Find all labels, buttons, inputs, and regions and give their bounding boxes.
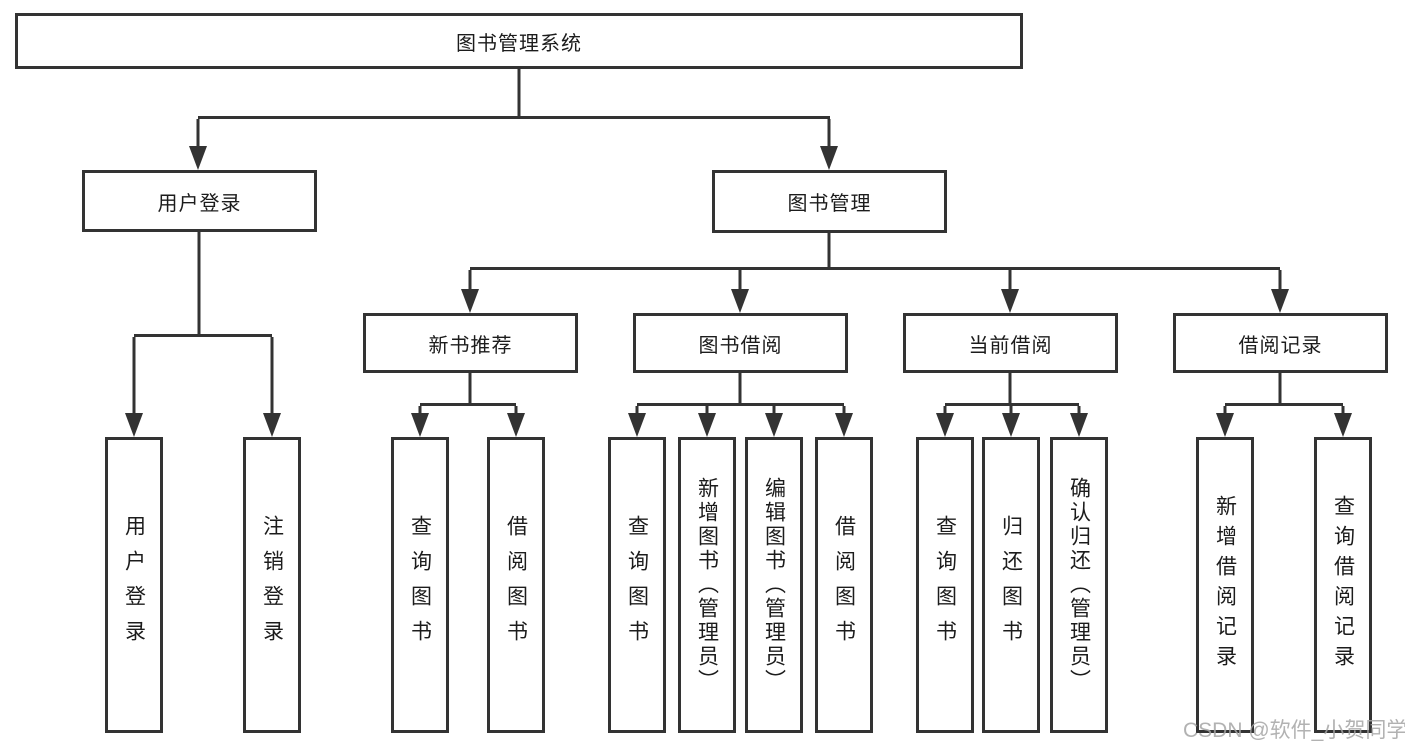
arrow-down-icon (263, 413, 281, 437)
arrow-down-icon (1271, 289, 1289, 313)
arrow-down-icon (820, 146, 838, 170)
node-new-book-recommend: 新书推荐 (363, 313, 578, 373)
leaf-current-query-books: 查询图书 (916, 437, 974, 733)
leaf-records-query-record: 查询借阅记录 (1314, 437, 1372, 733)
arrow-down-icon (461, 289, 479, 313)
arrow-down-icon (507, 413, 525, 437)
leaf-user-login: 用户登录 (105, 437, 163, 733)
arrow-down-icon (1216, 413, 1234, 437)
arrow-down-icon (1001, 289, 1019, 313)
node-root: 图书管理系统 (15, 13, 1023, 69)
node-book-borrow: 图书借阅 (633, 313, 848, 373)
node-book-management: 图书管理 (712, 170, 947, 233)
arrow-down-icon (731, 289, 749, 313)
leaf-records-add-record: 新增借阅记录 (1196, 437, 1254, 733)
connector-borrow-records (1223, 373, 1345, 416)
arrow-down-icon (698, 413, 716, 437)
node-user-login: 用户登录 (82, 170, 317, 232)
connector-root (196, 69, 831, 150)
arrow-down-icon (125, 413, 143, 437)
leaf-borrow-edit-books-admin: 编辑图书（管理员） (745, 437, 803, 733)
csdn-watermark: CSDN @软件_小贺同学 (1183, 719, 1405, 742)
arrow-down-icon (628, 413, 646, 437)
arrow-down-icon (1070, 413, 1088, 437)
node-current-borrow: 当前借阅 (903, 313, 1118, 373)
node-borrow-records: 借阅记录 (1173, 313, 1388, 373)
leaf-recommend-borrow-books: 借阅图书 (487, 437, 545, 733)
leaf-borrow-borrow-books: 借阅图书 (815, 437, 873, 733)
arrow-down-icon (835, 413, 853, 437)
arrow-down-icon (1002, 413, 1020, 437)
arrow-down-icon (765, 413, 783, 437)
connector-new-book-recommend (418, 373, 518, 416)
arrow-down-icon (189, 146, 207, 170)
leaf-recommend-query-books: 查询图书 (391, 437, 449, 733)
arrow-down-icon (411, 413, 429, 437)
leaf-logout: 注销登录 (243, 437, 301, 733)
connector-current-borrow (943, 373, 1081, 416)
arrow-down-icon (1334, 413, 1352, 437)
connector-user-login (132, 232, 274, 416)
leaf-borrow-query-books: 查询图书 (608, 437, 666, 733)
leaf-borrow-add-books-admin: 新增图书（管理员） (678, 437, 736, 733)
connector-book-borrow (635, 373, 846, 416)
leaf-current-confirm-return-admin: 确认归还（管理员） (1050, 437, 1108, 733)
connector-book-management (468, 233, 1282, 292)
leaf-current-return-books: 归还图书 (982, 437, 1040, 733)
arrow-down-icon (936, 413, 954, 437)
